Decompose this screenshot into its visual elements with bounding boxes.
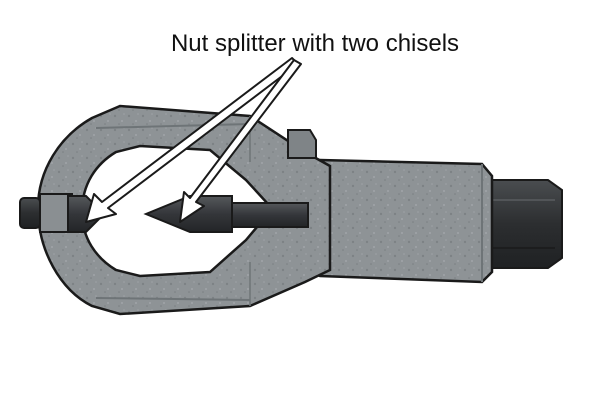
diagram-caption: Nut splitter with two chisels [170, 30, 460, 57]
screw-sleeve [302, 158, 494, 284]
left-bolt-head [19, 193, 73, 233]
callout-arrow-right [179, 59, 302, 223]
frame-pin [287, 129, 317, 159]
hex-drive-end [491, 179, 563, 269]
callout-arrow-left [85, 57, 299, 223]
